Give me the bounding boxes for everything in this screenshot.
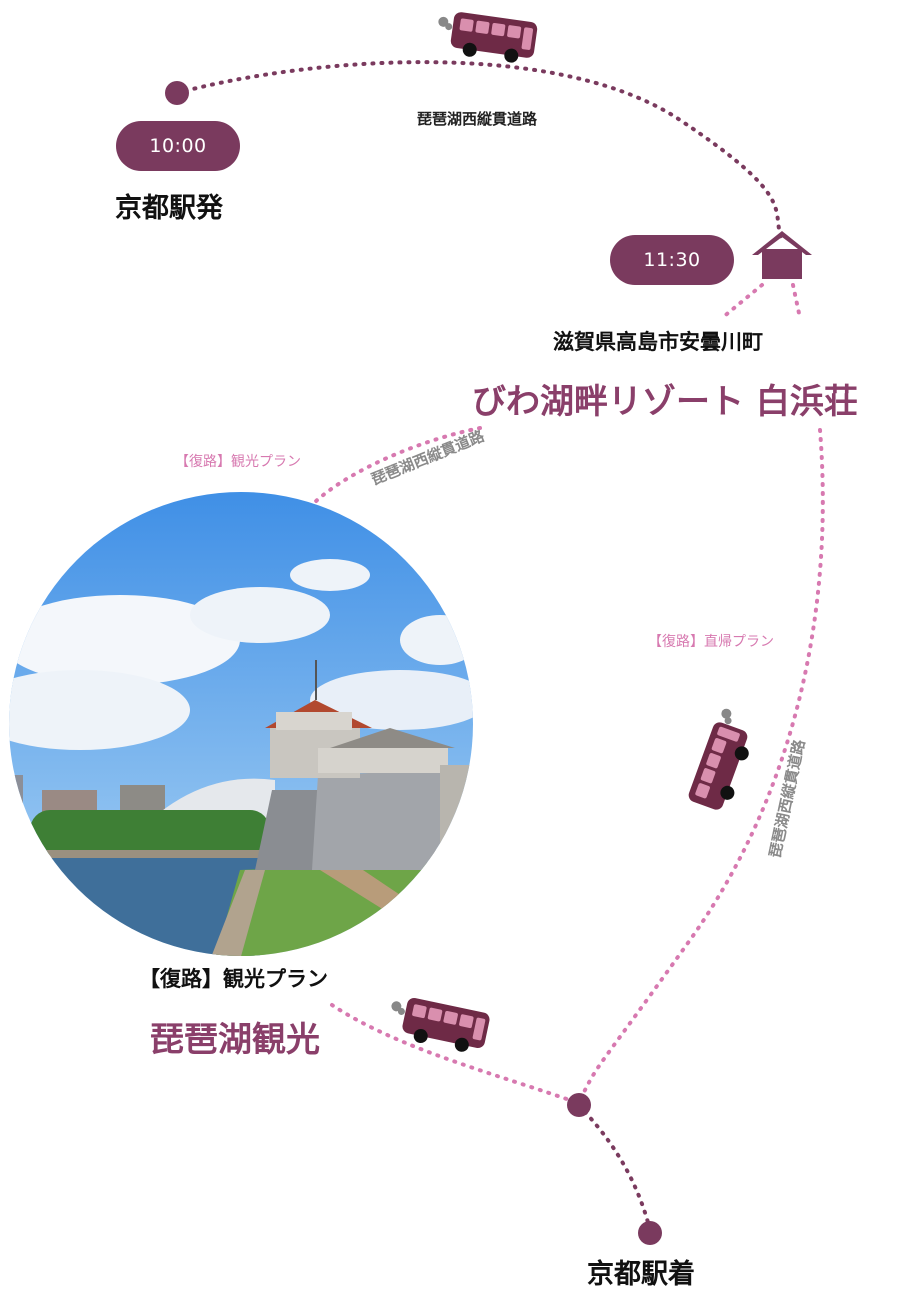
resort-out-right [791, 283, 802, 320]
lake-photo [9, 492, 473, 956]
bus-icon [688, 708, 749, 810]
resort-name: びわ湖畔リゾート 白浜荘 [468, 374, 862, 423]
outbound-road-label: 琵琶湖西縦貫道路 [417, 110, 538, 128]
home-icon [752, 231, 812, 279]
resort-time-badge: 11:30 [610, 235, 734, 285]
resort-address: 滋賀県高島市安曇川町 [553, 330, 763, 354]
start-dot [165, 81, 189, 105]
start-time-badge: 10:00 [116, 121, 240, 171]
return-direct-route [578, 428, 825, 1102]
sightseeing-to-junction [330, 1003, 580, 1105]
sightseeing-title: 琵琶湖観光 [150, 1020, 320, 1060]
return-sightseeing-route [313, 426, 482, 504]
outbound-route [175, 60, 784, 242]
start-station: 京都駅発 [115, 193, 223, 224]
end-dot [638, 1221, 662, 1245]
bus-icon [391, 997, 490, 1052]
sightseeing-plan-label: 【復路】観光プラン [175, 454, 301, 470]
resort-out-left [720, 283, 764, 320]
junction-to-end [583, 1110, 652, 1232]
bus-icon [438, 12, 538, 63]
end-station: 京都駅着 [587, 1259, 695, 1290]
junction-dot [567, 1093, 591, 1117]
direct-plan-label: 【復路】直帰プラン [648, 634, 774, 650]
sightseeing-caption: 【復路】観光プラン [139, 967, 328, 991]
